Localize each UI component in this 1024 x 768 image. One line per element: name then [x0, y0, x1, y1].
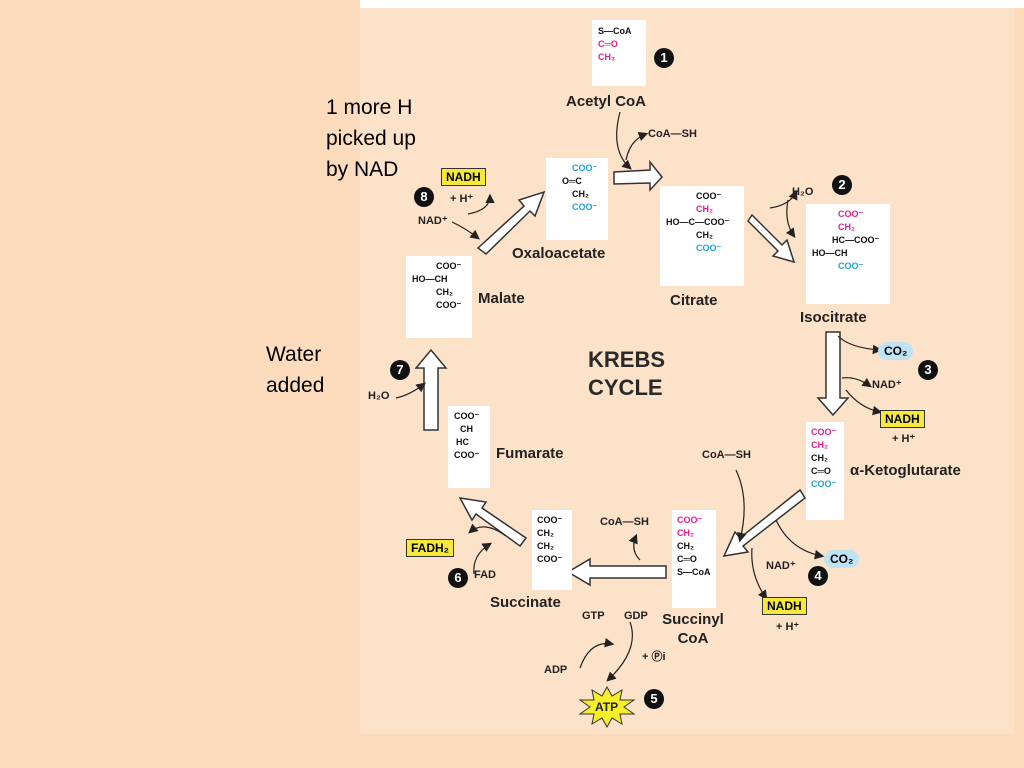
- step-5-badge: 5: [644, 689, 664, 709]
- succinate-label: Succinate: [490, 594, 561, 611]
- h2o-out-arrow: [769, 189, 798, 209]
- arrow-isocitrate-ketoglutarate: [816, 331, 850, 417]
- coa-release-arrow: [625, 132, 649, 161]
- coa-sh-label-5: CoA—SH: [600, 516, 649, 528]
- krebs-cycle-title: KREBS CYCLE: [588, 346, 665, 402]
- gtp-label: GTP: [582, 610, 605, 622]
- title-line-1: KREBS: [588, 347, 666, 372]
- nadh-badge-4: NADH: [762, 597, 807, 615]
- water-note-line-1: Water: [266, 343, 322, 366]
- co2-release-arrow-3: [837, 335, 883, 355]
- acetylcoa-entry-arrow: [616, 111, 632, 170]
- h2o-in-arrow-7: [395, 382, 426, 399]
- arrow-ketoglutarate-succinylcoa: [722, 488, 806, 557]
- step-8-badge: 8: [414, 187, 434, 207]
- nadh-out-arrow-3: [845, 389, 883, 416]
- malate-label: Malate: [478, 290, 525, 307]
- step-3-badge: 3: [918, 360, 938, 380]
- ketoglutarate-label: α-Ketoglutarate: [850, 462, 961, 479]
- nad-label-4: NAD⁺: [766, 560, 796, 572]
- arrow-citrate-isocitrate: [747, 213, 796, 264]
- coa-sh-label-4: CoA—SH: [702, 449, 751, 461]
- co2-badge-3: CO₂: [878, 342, 914, 360]
- title-line-2: CYCLE: [588, 375, 663, 400]
- coa-out-arrow-5: [628, 533, 641, 561]
- citrate-label: Citrate: [670, 292, 718, 309]
- fumarate-label: Fumarate: [496, 445, 564, 462]
- atp-burst: ATP: [578, 685, 636, 729]
- water-note-line-2: added: [266, 374, 325, 397]
- h2o-label-7: H₂O: [368, 390, 390, 402]
- atp-out-arrow: [606, 621, 633, 682]
- nadh-badge-8: NADH: [441, 168, 486, 186]
- step-6-badge: 6: [448, 568, 468, 588]
- co2-release-arrow-4: [775, 519, 825, 560]
- arrow-succinate-fumarate: [458, 497, 528, 548]
- nad-note-line-2: picked up: [326, 127, 416, 150]
- pi-label: + Ⓟi: [642, 651, 666, 663]
- succinyl-coa-label: Succinyl CoA: [662, 611, 724, 647]
- h2o-in-arrow: [785, 199, 796, 238]
- coa-sh-label-1: CoA—SH: [648, 128, 697, 140]
- arrow-succinylcoa-succinate: [566, 557, 667, 587]
- step-4-badge: 4: [808, 566, 828, 586]
- diagram-panel: [360, 8, 1014, 734]
- fadh2-out-arrow: [468, 523, 507, 537]
- nad-note-line-3: by NAD: [326, 158, 399, 181]
- nadh-badge-3: NADH: [880, 410, 925, 428]
- nad-in-arrow-3: [841, 377, 872, 388]
- h-label-8: + H⁺: [450, 193, 474, 205]
- fad-label: FAD: [474, 569, 496, 581]
- nad-label-8: NAD⁺: [418, 215, 448, 227]
- co2-badge-4: CO₂: [824, 550, 860, 568]
- atp-star-icon: [578, 685, 636, 729]
- top-border: [360, 0, 1024, 8]
- adp-label: ADP: [544, 664, 568, 676]
- fad-in-arrow: [473, 542, 493, 575]
- water-note: Water added: [266, 339, 324, 401]
- arrow-malate-oxaloacetate: [476, 190, 546, 255]
- oxaloacetate-label: Oxaloacetate: [512, 245, 606, 262]
- gdp-label: GDP: [624, 610, 648, 622]
- fadh2-badge: FADH₂: [406, 539, 454, 557]
- step-2-badge: 2: [832, 175, 852, 195]
- nad-in-arrow-8: [451, 221, 480, 240]
- isocitrate-label: Isocitrate: [800, 309, 867, 326]
- atp-label: ATP: [595, 700, 619, 714]
- nadh-out-arrow-8: [467, 193, 495, 215]
- nad-label-3: NAD⁺: [872, 379, 902, 391]
- arrow-fumarate-malate: [414, 348, 448, 431]
- nad-note-line-1: 1 more H: [326, 96, 413, 119]
- adp-in-arrow: [579, 637, 615, 669]
- nad-note: 1 more H picked up by NAD: [326, 92, 416, 185]
- h2o-label-2: H₂O: [792, 186, 814, 198]
- nadh-out-arrow-4: [751, 547, 768, 600]
- coa-in-arrow-4: [735, 469, 747, 543]
- step-1-badge: 1: [654, 48, 674, 68]
- h-label-3: + H⁺: [892, 433, 916, 445]
- arrow-oxaloacetate-citrate: [613, 159, 663, 192]
- acetyl-coa-label: Acetyl CoA: [566, 93, 647, 110]
- step-7-badge: 7: [390, 360, 410, 380]
- h-label-4: + H⁺: [776, 621, 800, 633]
